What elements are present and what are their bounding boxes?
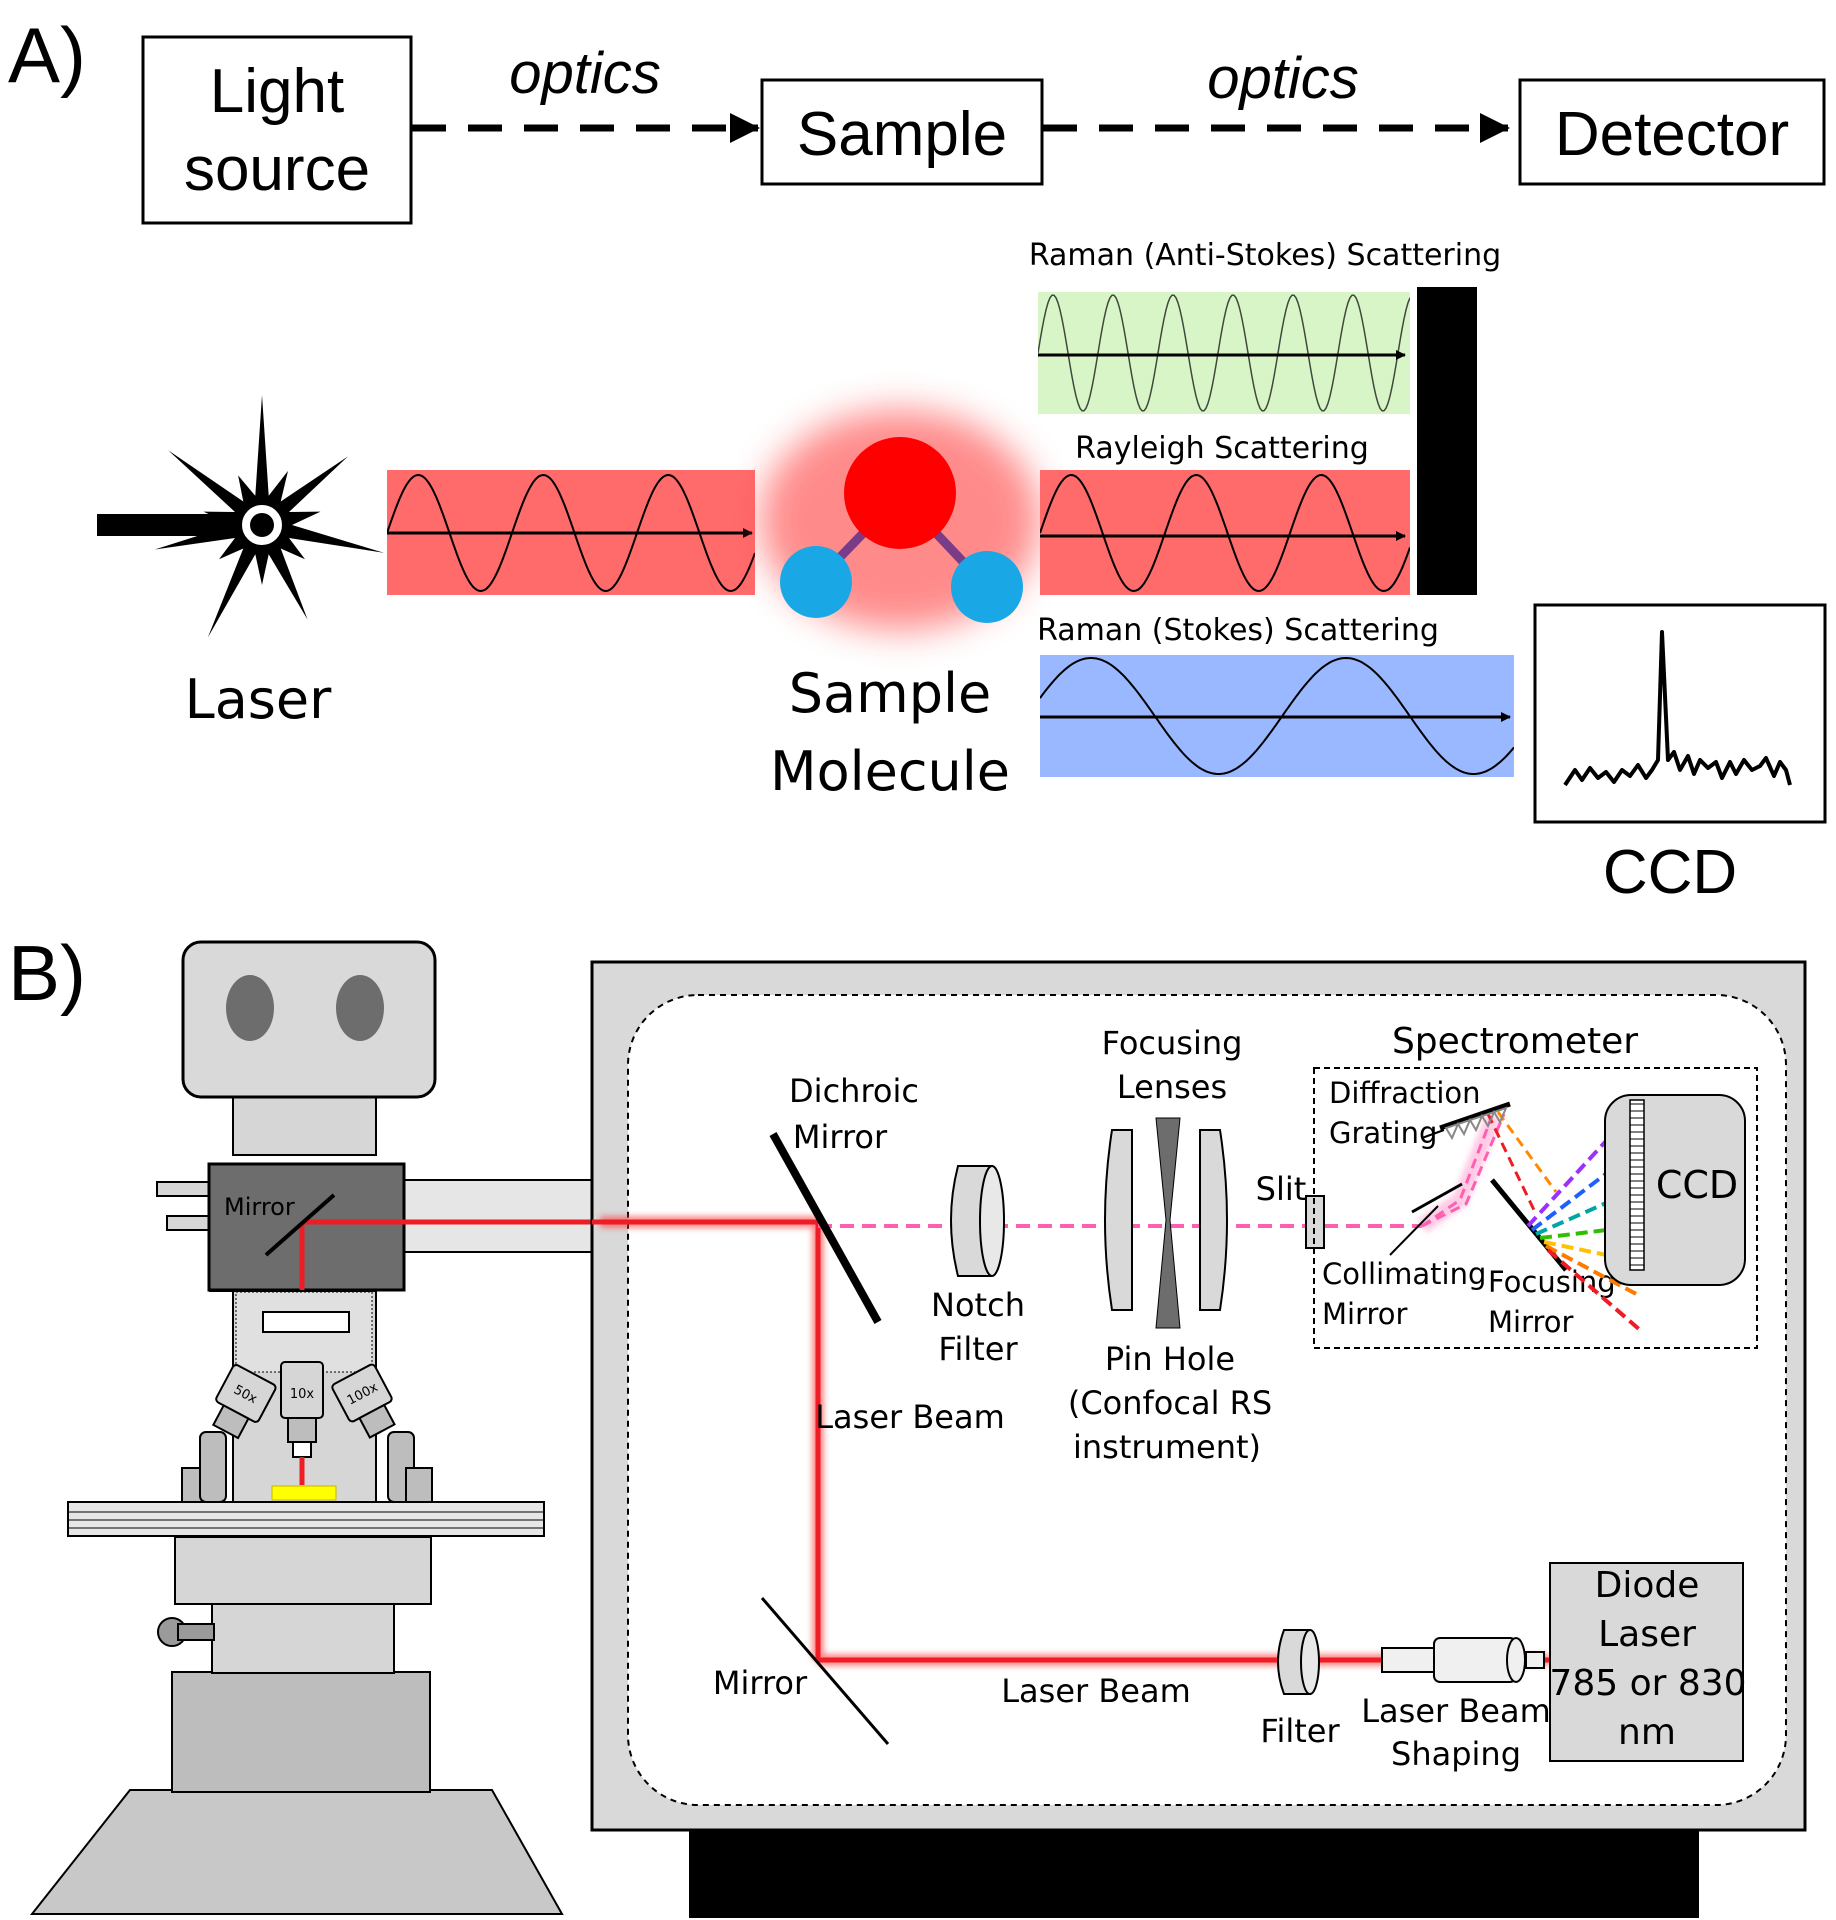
light-source-box: Light source xyxy=(141,35,413,225)
sample-box: Sample xyxy=(760,78,1044,186)
optics-label-1: optics xyxy=(509,41,661,106)
optics-label-2: optics xyxy=(1207,46,1359,111)
microscope-mirror-label: Mirror xyxy=(224,1193,295,1221)
laser-beam-label-horizontal: Laser Beam xyxy=(1001,1672,1191,1710)
notch-label-2: Filter xyxy=(938,1330,1018,1368)
slit-label: Slit xyxy=(1256,1170,1307,1208)
anti-stokes-label: Raman (Anti-Stokes) Scattering xyxy=(1029,238,1501,273)
notch-filter-icon xyxy=(950,1165,1005,1277)
focusing-mirror-label-2: Mirror xyxy=(1488,1305,1574,1339)
water-molecule-icon xyxy=(760,410,1040,630)
ccd-label-a: CCD xyxy=(1603,838,1737,907)
spectrometer-beam xyxy=(1417,1111,1558,1233)
diffraction-label-2: Grating xyxy=(1329,1116,1437,1150)
spectrometer-ccd xyxy=(1604,1094,1746,1286)
dichroic-label-2: Mirror xyxy=(793,1118,888,1156)
objective-50x: 50x xyxy=(211,1364,277,1440)
mirror-label: Mirror xyxy=(713,1664,808,1702)
ccd-label-b: CCD xyxy=(1656,1163,1738,1207)
focusing-lenses-label-2: Lenses xyxy=(1117,1068,1227,1106)
sample-molecule-line1: Sample xyxy=(789,662,991,725)
collimating-label-2: Mirror xyxy=(1322,1297,1408,1331)
panel-a-label: A) xyxy=(8,11,86,99)
instrument-housing xyxy=(590,960,1807,1918)
laser-label: Laser xyxy=(185,668,333,731)
incident-wave xyxy=(387,470,755,595)
sample-box-label: Sample xyxy=(797,100,1007,169)
diode-label-2: Laser xyxy=(1598,1614,1696,1655)
stokes-label: Raman (Stokes) Scattering xyxy=(1037,613,1439,648)
notch-label-1: Notch xyxy=(931,1286,1025,1324)
svg-text:10x: 10x xyxy=(290,1387,315,1402)
filter-icon xyxy=(1277,1629,1320,1695)
filter-label: Filter xyxy=(1260,1712,1340,1750)
beam-shaping-icon xyxy=(1381,1637,1545,1683)
rayleigh-label: Rayleigh Scattering xyxy=(1075,431,1369,466)
rayleigh-wave xyxy=(1040,470,1410,595)
steering-mirror xyxy=(760,1597,890,1745)
panel-b-label: B) xyxy=(8,929,86,1017)
ccd-spectrum xyxy=(1533,603,1827,824)
pinhole-label-3: instrument) xyxy=(1073,1428,1261,1466)
pinhole-label-2: (Confocal RS xyxy=(1068,1384,1272,1422)
focusing-lenses-label-1: Focusing xyxy=(1102,1024,1243,1062)
collimating-label-1: Collimating xyxy=(1322,1257,1486,1291)
dichroic-mirror xyxy=(769,1132,882,1324)
diffraction-grating-icon xyxy=(1439,1101,1511,1141)
light-source-line2: source xyxy=(184,135,370,204)
diode-laser-box: Diode Laser 785 or 830 nm xyxy=(1549,1562,1747,1762)
collimating-mirror xyxy=(1411,1182,1463,1214)
diode-label-4: nm xyxy=(1618,1712,1676,1753)
diode-label-3: 785 or 830 xyxy=(1549,1663,1746,1704)
focusing-lenses-icon xyxy=(1104,1117,1228,1329)
anti-stokes-wave xyxy=(1038,292,1410,414)
spectrometer-box xyxy=(1313,1067,1758,1349)
beam-shaping-label-2: Shaping xyxy=(1391,1735,1521,1773)
detector-box: Detector xyxy=(1518,78,1826,186)
pinhole-label-1: Pin Hole xyxy=(1105,1340,1235,1378)
blocking-filter xyxy=(1417,287,1477,595)
spectrometer-label: Spectrometer xyxy=(1392,1021,1638,1062)
laser-beam-label-vertical: Laser Beam xyxy=(815,1398,1005,1436)
stokes-wave xyxy=(1040,655,1514,777)
laser-source-icon xyxy=(97,395,384,638)
dichroic-label-1: Dichroic xyxy=(789,1072,919,1110)
objective-100x: 100x xyxy=(331,1363,396,1439)
detector-box-label: Detector xyxy=(1555,100,1789,169)
light-source-line1: Light xyxy=(210,57,344,126)
objective-10x: 10x xyxy=(280,1361,324,1458)
beam-shaping-label-1: Laser Beam xyxy=(1361,1692,1551,1730)
microscope: 50x 10x 100x xyxy=(29,940,600,1915)
diffraction-label-1: Diffraction xyxy=(1329,1076,1481,1110)
sample-molecule-line2: Molecule xyxy=(770,740,1010,803)
diode-label-1: Diode xyxy=(1595,1565,1700,1606)
